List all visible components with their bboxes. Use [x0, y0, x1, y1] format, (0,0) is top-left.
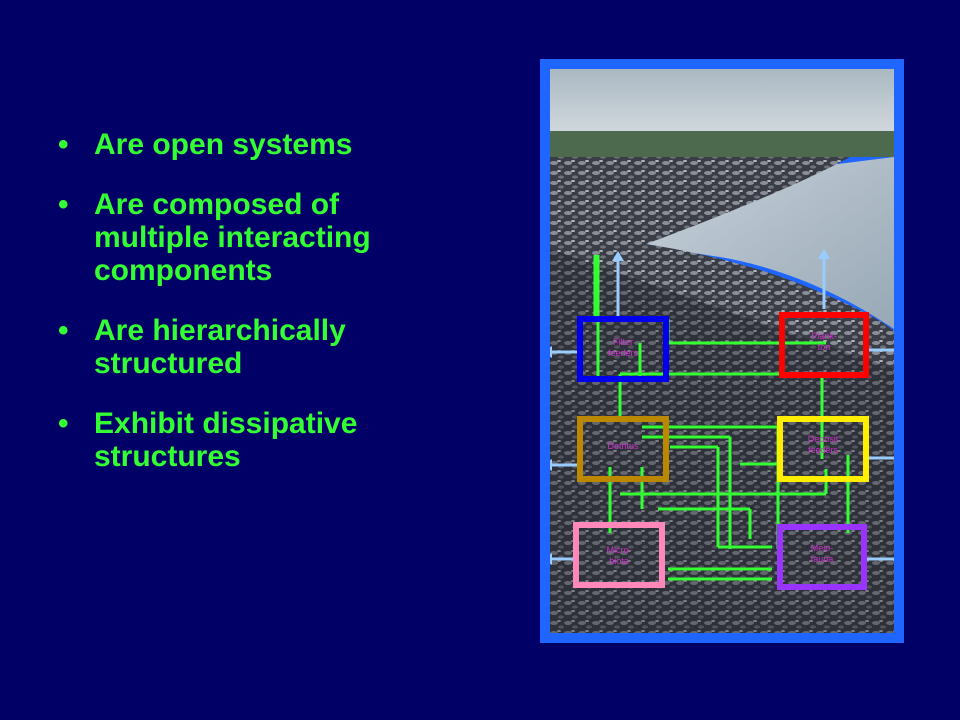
- reef-diagram: Filter feeders Plank- ton Detritus Depos…: [550, 69, 894, 633]
- node-detritus-line1: Detritus: [607, 441, 639, 451]
- node-filter-feeders-line2: feeders: [608, 348, 639, 358]
- node-microbiota: Micro- biota: [573, 522, 665, 588]
- bullet-dot: •: [58, 314, 69, 347]
- water-channel: [646, 157, 894, 329]
- node-microbiota-line1: Micro-: [607, 545, 632, 555]
- sky: [550, 69, 894, 131]
- node-filter-feeders-line1: Filter: [613, 337, 633, 347]
- node-deposit-feeders-line2: feeders: [808, 445, 839, 455]
- oyster-reef-photo: Filter feeders Plank- ton Detritus Depos…: [550, 69, 894, 633]
- reef-shadow: [550, 249, 894, 633]
- oyster-reef: [550, 157, 894, 633]
- bullet-dot: •: [58, 188, 69, 221]
- bullet-text: Are hierarchically structured: [94, 314, 346, 380]
- node-deposit-feeders-line1: Deposit: [808, 434, 839, 444]
- marsh-grass: [550, 131, 894, 157]
- node-plankton-line2: ton: [818, 342, 831, 352]
- node-meiofauna-line2: fauna: [811, 554, 834, 564]
- bullet-dot: •: [58, 128, 69, 161]
- node-meiofauna: Meio- fauna: [777, 524, 867, 590]
- node-plankton: Plank- ton: [779, 312, 869, 378]
- node-filter-feeders: Filter feeders: [577, 316, 669, 382]
- node-plankton-line1: Plank-: [811, 331, 837, 341]
- node-meiofauna-line1: Meio-: [811, 543, 834, 553]
- export-arrows: [550, 249, 894, 565]
- bullet-text: Are composed of multiple interacting com…: [94, 188, 371, 287]
- connector-lines: [593, 255, 850, 581]
- bullet-dissipative: • Exhibit dissipative structures: [58, 407, 458, 473]
- node-deposit-feeders: Deposit feeders: [777, 416, 869, 482]
- node-microbiota-line2: biota: [609, 556, 629, 566]
- bullet-text: Are open systems: [94, 128, 353, 161]
- bullet-hierarchical: • Are hierarchically structured: [58, 314, 458, 380]
- bullet-list: • Are open systems • Are composed of mul…: [58, 128, 458, 500]
- bullet-dot: •: [58, 407, 69, 440]
- bullet-interacting-components: • Are composed of multiple interacting c…: [58, 188, 458, 287]
- oyster-reef-photo-frame: Filter feeders Plank- ton Detritus Depos…: [540, 59, 904, 643]
- node-detritus: Detritus: [577, 416, 669, 482]
- bullet-open-systems: • Are open systems: [58, 128, 458, 161]
- bullet-text: Exhibit dissipative structures: [94, 407, 358, 473]
